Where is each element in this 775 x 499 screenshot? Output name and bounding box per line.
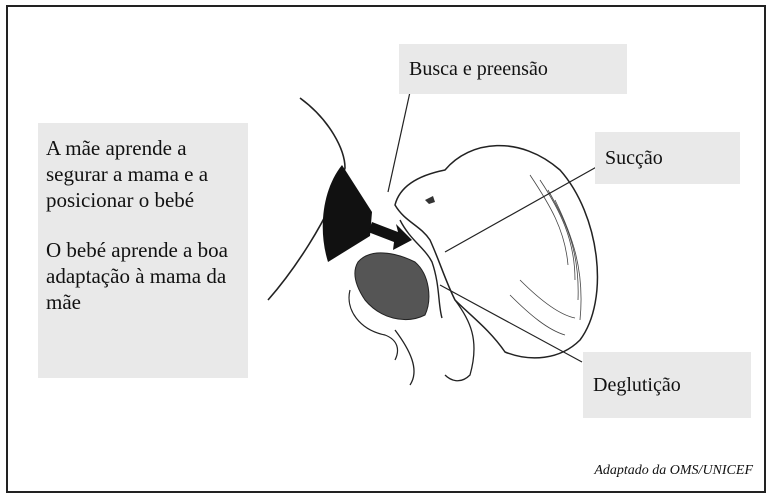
label-deglutition: Deglutição: [583, 352, 751, 418]
label-succao: Sucção: [595, 132, 740, 184]
pointer-busca: [388, 92, 410, 192]
areola: [323, 165, 372, 262]
baby-tongue: [355, 253, 429, 320]
mother-learns-text: A mãe aprende a segurar a mama e a posic…: [46, 135, 242, 213]
source-credit: Adaptado da OMS/UNICEF: [594, 463, 753, 479]
label-busca: Busca e preensão: [399, 44, 627, 94]
left-text-box: A mãe aprende a segurar a mama e a posic…: [38, 123, 248, 378]
milk-flow-arrow: [368, 222, 412, 250]
baby-learns-text: O bebé aprende a boa adaptação à mama da…: [46, 237, 242, 315]
